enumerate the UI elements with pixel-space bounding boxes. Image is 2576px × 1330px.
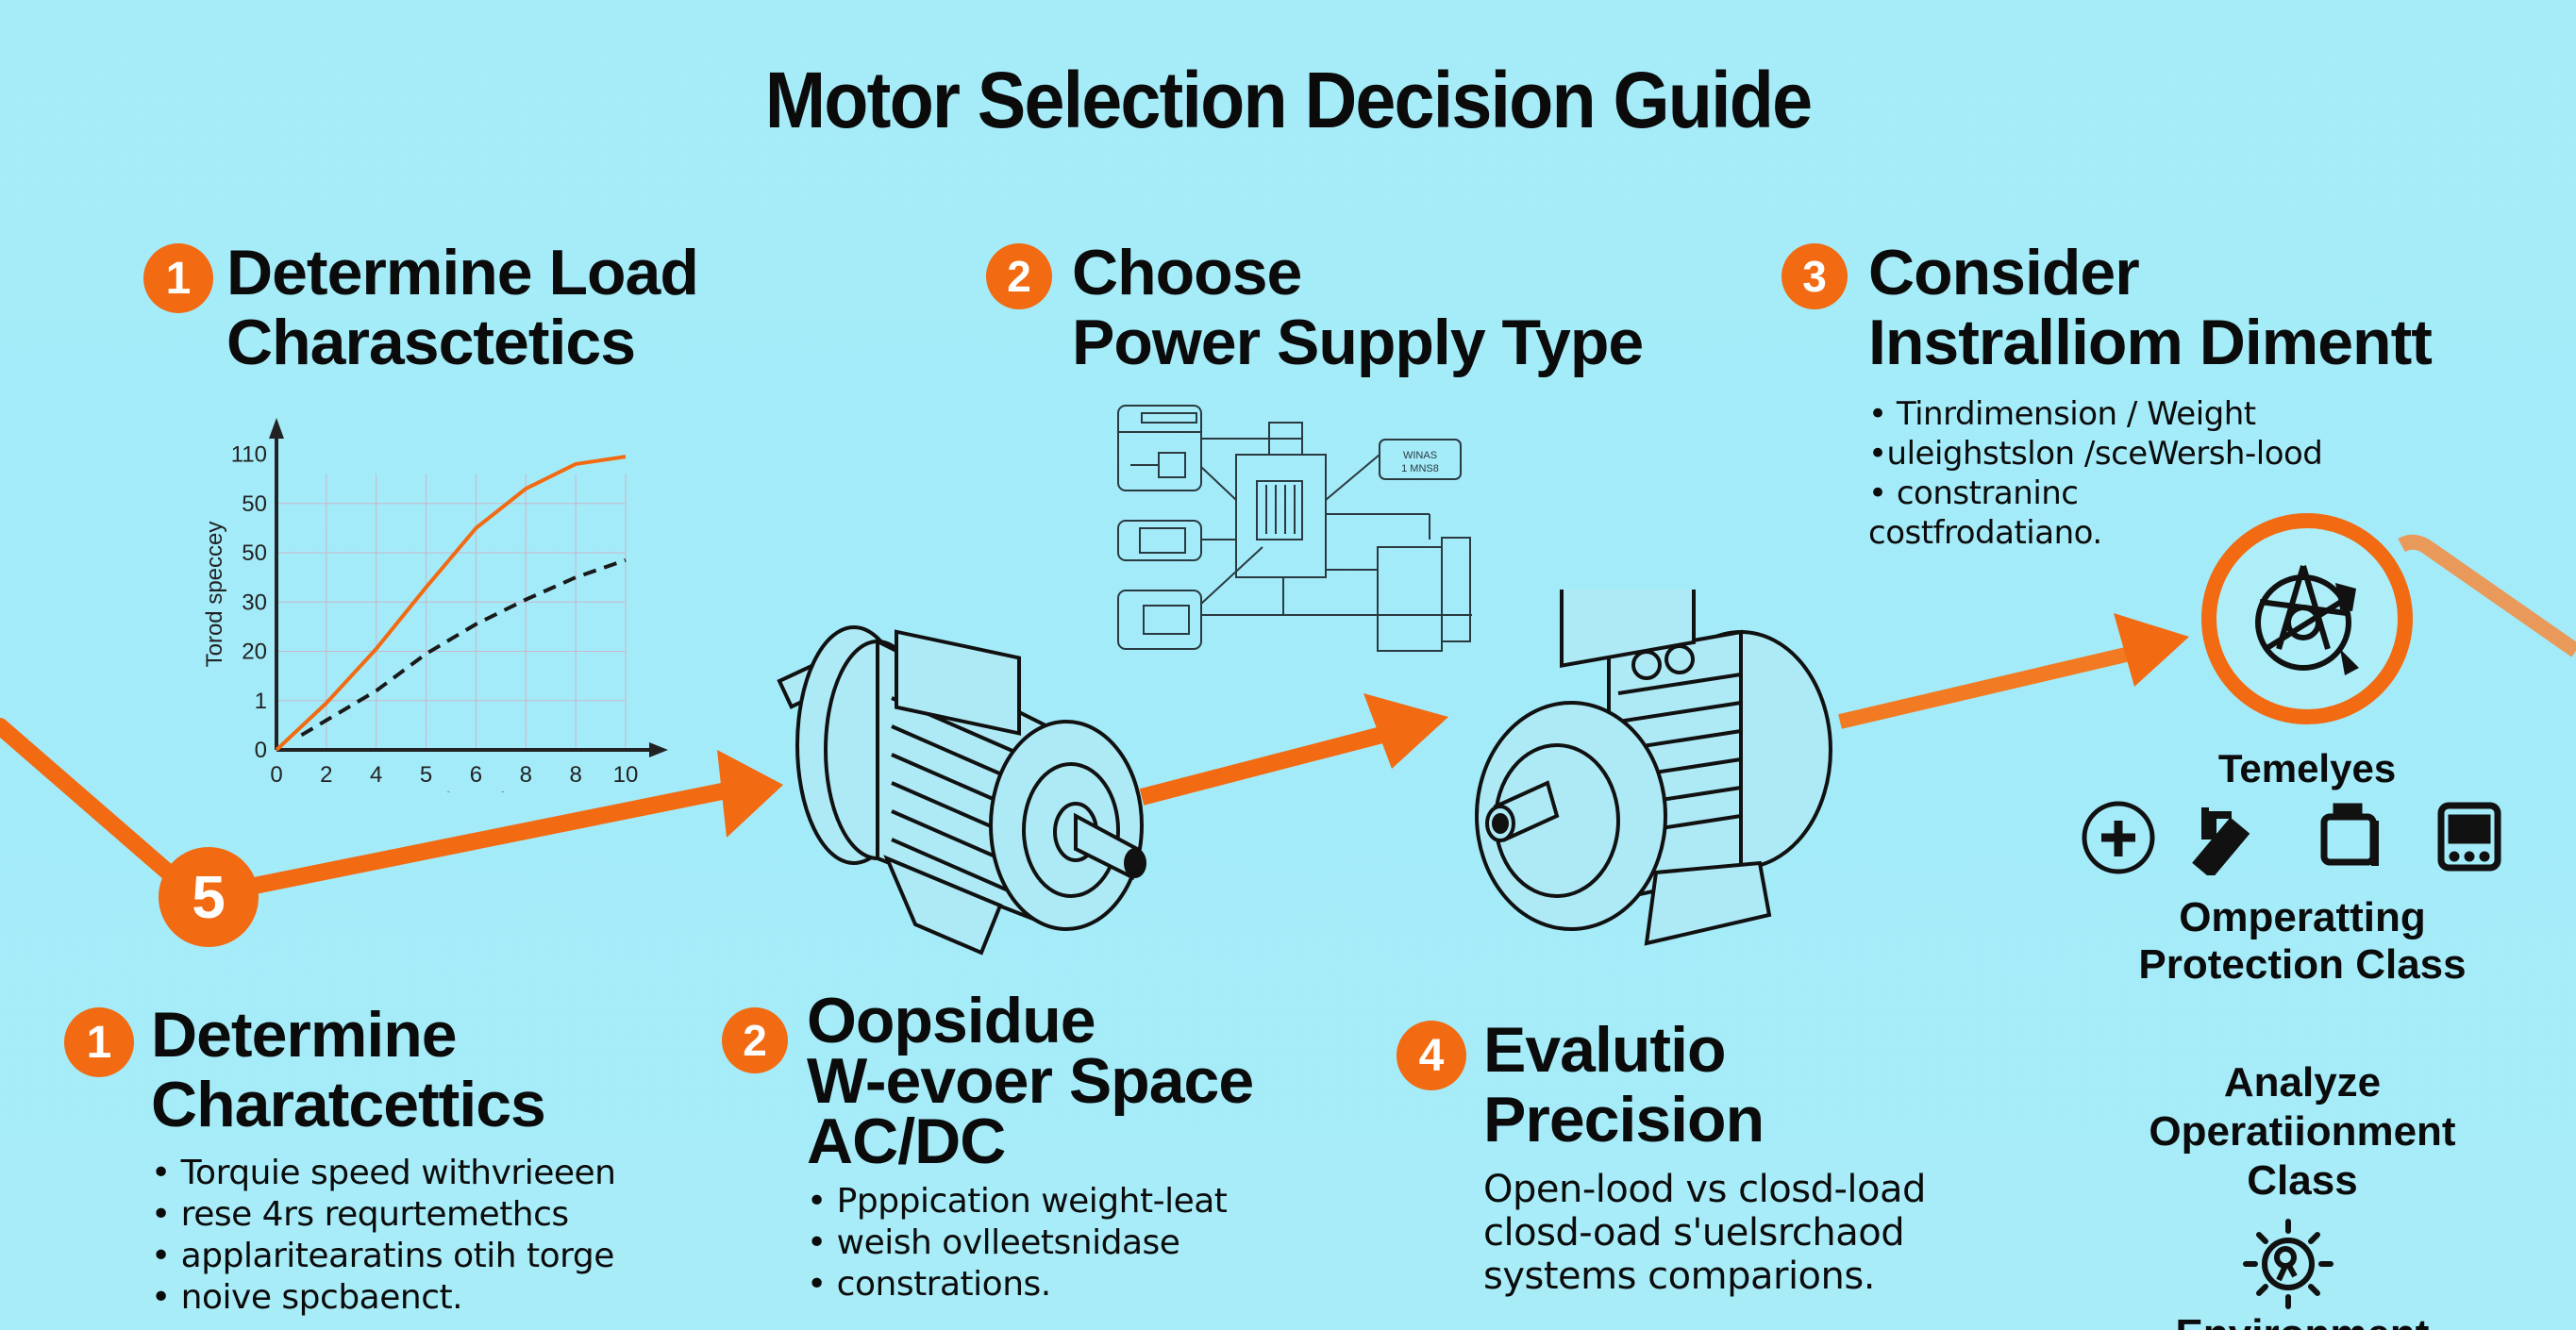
power-supply-schematic: WINAS 1 MNS8 (1104, 396, 1481, 660)
electric-motor-illustration (1458, 590, 1854, 962)
step-description: Open-lood vs closd-load closd-oad s'uels… (1483, 1168, 1926, 1298)
bullet-item: • Ppppication weight-leat (807, 1181, 1227, 1222)
protection-icons (2071, 800, 2524, 875)
globe-target-icon (2194, 507, 2420, 734)
label-line: Protection Class (2038, 941, 2567, 989)
heading-line: Power Supply Type (1072, 308, 1643, 377)
description-line: Open-lood vs closd-load (1483, 1168, 1926, 1211)
y-tick-label: 30 (242, 590, 267, 615)
series-line-load-line (301, 560, 626, 735)
heading-line: Precision (1483, 1085, 1764, 1155)
torque-speed-chart: 0 2 4 5 6 8 8 10 0 1 20 30 50 50 110Torqui stegh Torod … (189, 396, 698, 792)
flow-arrow-segment (212, 790, 727, 894)
flow-arrow-segment (1840, 651, 2142, 722)
flow-arrow-segment (1142, 731, 1397, 797)
bullet-item: • rese 4rs requrtemethcs (151, 1194, 615, 1236)
bullet-item: • constrations. (807, 1264, 1227, 1305)
y-tick-label: 50 (242, 491, 267, 517)
step-badge: 3 (1781, 243, 1848, 309)
x-tick-label: 0 (270, 762, 282, 788)
control-panel-icon (2441, 806, 2498, 868)
plus-circle-icon (2084, 804, 2152, 872)
heat-sink-icon (2196, 807, 2247, 875)
y-tick-label: 50 (242, 540, 267, 566)
bullet-item: • applaritearatins otih torge (151, 1236, 615, 1277)
heading-line: Oopsidue (807, 990, 1253, 1051)
heading-line: Charasctetics (226, 308, 698, 377)
step-heading: Choose Power Supply Type (1072, 238, 1643, 377)
x-tick-label: 6 (470, 762, 482, 788)
description-line: systems comparions. (1483, 1255, 1926, 1298)
page-title: Motor Selection Decision Guide (103, 55, 2473, 146)
bullet-item: • weish ovlleetsnidase (807, 1222, 1227, 1264)
heading-line: Charatcettics (151, 1070, 545, 1139)
step-badge: 1 (64, 1007, 134, 1077)
step-badge: 2 (986, 243, 1052, 309)
heading-line: AC/DC (807, 1111, 1253, 1172)
description-line: closd-oad s'uelsrchaod (1483, 1211, 1926, 1255)
x-tick-label: 2 (320, 762, 332, 788)
schematic-transformer (1378, 547, 1442, 651)
y-tick-label: 0 (255, 738, 267, 763)
x-tick-label: 5 (420, 762, 432, 788)
heading-line: Evalutio (1483, 1015, 1764, 1085)
step-heading: Oopsidue W-evoer Space AC/DC (807, 990, 1253, 1172)
step-badge: 4 (1397, 1021, 1466, 1090)
protection-class-label: Omperatting Protection Class (2038, 894, 2567, 989)
schematic-box (1118, 521, 1201, 560)
bullet-item: •uleighstslon /sceWersh-lood (1868, 434, 2322, 474)
step-heading: Determine Charatcettics (151, 1000, 545, 1139)
heading-line: W-evoer Space (807, 1051, 1253, 1111)
analyze-label: Analyze Operatiionment Class (2038, 1058, 2567, 1205)
label-line: Operatiionment (2038, 1107, 2567, 1156)
x-tick-label: 10 (613, 762, 639, 788)
enclosure-icon (2324, 806, 2375, 866)
environment-sun-icon (2236, 1212, 2340, 1316)
label-line: Analyze (2038, 1058, 2567, 1107)
label-line: Omperatting (2038, 894, 2567, 941)
electric-motor-illustration (764, 585, 1161, 962)
bullet-item: • Torquie speed withvrieeen (151, 1153, 615, 1194)
heading-line: Instralliom Dimentt (1868, 308, 2432, 377)
arrowhead-icon (2114, 613, 2189, 687)
x-tick-label: 8 (520, 762, 532, 788)
y-tick-label: 110 (231, 442, 267, 468)
step-bullets: • Ppppication weight-leat • weish ovllee… (807, 1181, 1227, 1305)
step-heading: Determine Load Charasctetics (226, 238, 698, 377)
label-line: Class (2038, 1156, 2567, 1205)
y-tick-label: 1 (255, 689, 267, 714)
heading-line: Consider (1868, 238, 2432, 308)
temperature-label: Temelyes (2057, 745, 2557, 792)
x-axis-label: Torqui stegh (390, 789, 513, 792)
flow-arrow-segment (0, 726, 179, 882)
heading-line: Determine (151, 1000, 545, 1070)
x-axis-arrow-icon (649, 742, 668, 757)
step-heading: Consider Instralliom Dimentt (1868, 238, 2432, 377)
step-heading: Evalutio Precision (1483, 1015, 1764, 1155)
step-badge: 2 (722, 1007, 788, 1073)
heading-line: Determine Load (226, 238, 698, 308)
flow-arrow-segment (2401, 542, 2576, 651)
series-line-torque-speed-curve (276, 457, 626, 750)
bullet-item: • Tinrdimension / Weight (1868, 394, 2322, 434)
step-badge: 1 (143, 243, 213, 313)
schematic-label: 1 MNS8 (1401, 463, 1439, 474)
bullet-item: • noive spcbaenct. (151, 1277, 615, 1319)
y-axis-label: Torod speccey (202, 522, 227, 668)
heading-line: Choose (1072, 238, 1643, 308)
y-axis-arrow-icon (269, 418, 284, 439)
step-bullets: • Torquie speed withvrieeen • rese 4rs r… (151, 1153, 615, 1319)
schematic-label: WINAS (1403, 450, 1437, 461)
y-tick-label: 20 (242, 640, 267, 665)
x-tick-label: 8 (569, 762, 581, 788)
environment-label: Environment (2038, 1311, 2567, 1330)
flow-marker-badge: 5 (159, 847, 259, 947)
x-tick-label: 4 (370, 762, 382, 788)
